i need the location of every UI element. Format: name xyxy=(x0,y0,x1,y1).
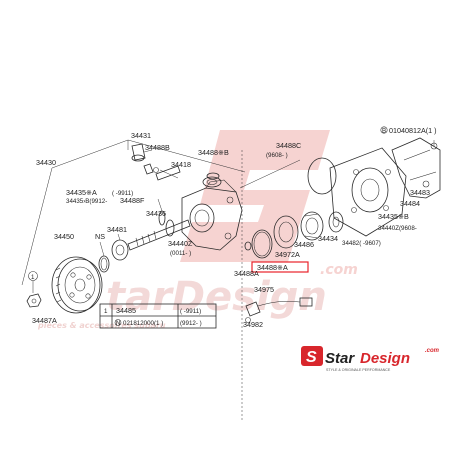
label-34431: 34431 xyxy=(131,131,151,140)
watermark-word: tarDesign xyxy=(106,274,327,320)
label-34488c-range: (9608- ) xyxy=(266,152,288,159)
label-34483: 34483 xyxy=(410,188,430,197)
pressure-sensor-34975 xyxy=(245,297,313,323)
pulley-34450 xyxy=(51,256,103,314)
label-34430: 34430 xyxy=(36,158,56,167)
brand-tagline: STYLE & ORIGINALE PERFORMANCE xyxy=(326,368,391,372)
washer-34488a xyxy=(244,241,252,251)
label-34440z: 34440Z xyxy=(168,239,193,248)
seal-34488f xyxy=(157,198,166,226)
label-34972a: 34972A xyxy=(275,250,300,259)
brand-name-b: Design xyxy=(360,350,410,367)
frame-lines xyxy=(21,139,301,420)
label-34481: 34481 xyxy=(107,225,127,234)
brand-logo-mark: S xyxy=(306,349,317,366)
label-34435a: 34435※A xyxy=(66,188,97,197)
bearing-34481 xyxy=(111,233,129,261)
part-labels: 34430 34431 34488B 34418 34488※B 34435※A… xyxy=(31,126,437,329)
rear-cover xyxy=(329,147,407,237)
label-34418: 34418 xyxy=(171,160,191,169)
bolt-ref-prefix: B xyxy=(382,128,386,135)
rotor-34434 xyxy=(328,211,344,233)
bolt-ref-circle xyxy=(380,126,388,134)
oring-34488c xyxy=(307,157,337,195)
table-r2-prefix-circle xyxy=(114,319,122,326)
table-r1-part: 34485 xyxy=(116,306,136,315)
label-34482: 34482( -9607) xyxy=(342,240,381,247)
label-34488b-top: 34488B xyxy=(145,143,170,152)
watermark-tagline: pièces & accessoires subaru xyxy=(37,320,166,330)
label-34484: 34484 xyxy=(400,199,420,208)
watermark: .com tarDesign pièces & accessoires suba… xyxy=(37,130,358,330)
label-34486: 34486 xyxy=(294,240,314,249)
label-34487a: 34487A xyxy=(32,316,57,325)
brand-com: .com xyxy=(425,348,440,354)
table-r2-prefix: N xyxy=(116,320,120,327)
label-34488xb: 34488※B xyxy=(198,148,229,157)
shaft-34436 xyxy=(127,219,191,251)
label-34488a-highlight: 34488※A xyxy=(257,263,288,272)
valve-stack xyxy=(131,143,181,181)
nut-34487a xyxy=(26,271,42,308)
brand-logo-mark-bg xyxy=(301,346,323,366)
seal-ring-stack xyxy=(251,211,324,259)
label-34435a-range: ( -9911) xyxy=(112,190,133,197)
brand-name-a: Star xyxy=(325,350,355,367)
label-34982: 34982 xyxy=(243,320,263,329)
brand-logo: S Star Design .com STYLE & ORIGINALE PER… xyxy=(301,346,440,372)
highlight-box xyxy=(251,261,309,273)
circlip-ns xyxy=(98,241,110,273)
oring-34488b xyxy=(206,172,220,180)
label-34488a: 34488A xyxy=(234,269,259,278)
table-r1-range: ( -9911) xyxy=(180,308,201,315)
parts-table: 1 34485 ( -9911) N 021812000(1 ) (9912- … xyxy=(99,303,217,329)
table-circled: 1 xyxy=(104,308,108,315)
table-r2-part: 021812000(1 ) xyxy=(123,320,163,327)
label-34435b: 34435›B(9912- xyxy=(66,198,107,205)
label-34488c: 34488C xyxy=(276,141,301,150)
label-34450: 34450 xyxy=(54,232,74,241)
label-34975: 34975 xyxy=(254,285,274,294)
watermark-domain: .com xyxy=(320,262,358,278)
label-34440z-range: (0011- ) xyxy=(170,250,191,257)
label-34440z-right: 34440Z(9608- xyxy=(378,225,417,232)
table-r2-range: (9912- ) xyxy=(180,320,202,327)
label-ns: NS xyxy=(95,232,105,241)
label-34436: 34436 xyxy=(146,209,166,218)
label-bolt-ref: 01040812A(1 ) xyxy=(389,126,437,135)
label-34488f: 34488F xyxy=(120,196,145,205)
label-34434: 34434 xyxy=(318,234,338,243)
label-circled-one: 1 xyxy=(31,274,35,281)
label-34435xb: 34435※B xyxy=(378,212,409,221)
bracket-34483 xyxy=(391,137,441,199)
pump-body xyxy=(181,176,243,251)
